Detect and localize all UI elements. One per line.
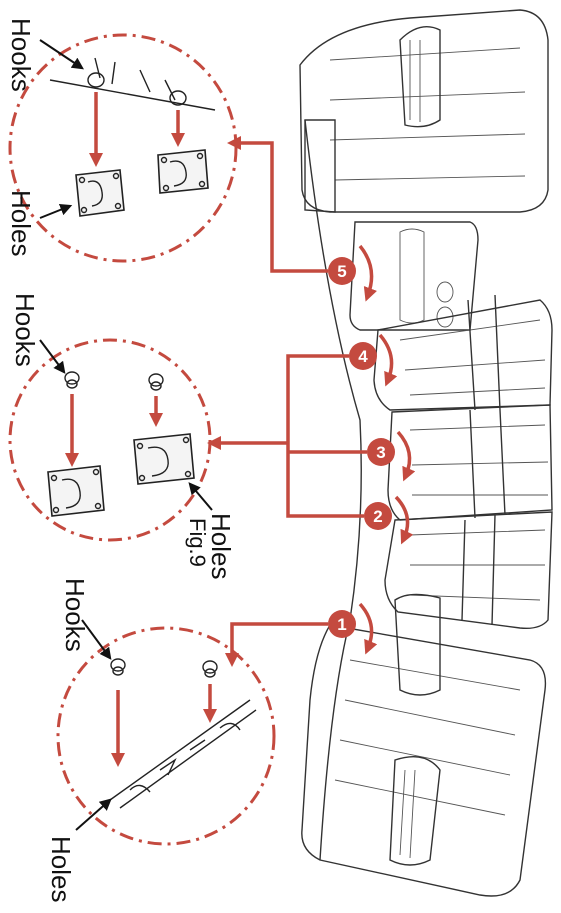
label-holes-bottom: Holes (46, 836, 76, 902)
bracket-plate-left (75, 169, 125, 217)
label-hooks-middle: Hooks (10, 293, 40, 367)
step-badge-5: 5 (328, 244, 377, 302)
svg-text:5: 5 (337, 262, 346, 281)
label-holes-top: Holes (6, 190, 36, 256)
step-badge-1: 1 (328, 602, 378, 655)
step-badge-2: 2 (364, 495, 414, 545)
hook-right (148, 373, 164, 391)
pointer-arrows (39, 39, 213, 831)
sectional-sofa-drawing (299, 9, 553, 897)
label-hooks-bottom: Hooks (60, 578, 90, 652)
sofa-console (349, 221, 479, 331)
sofa-seat-bottom (301, 593, 547, 897)
connector-lines (207, 136, 367, 667)
step-badges: 5 4 3 2 1 (328, 244, 416, 655)
bracket-plate-left (47, 465, 105, 517)
svg-text:2: 2 (373, 507, 382, 526)
label-holes-middle: Holes (206, 513, 236, 579)
hook-left (64, 371, 80, 389)
detail-circle-middle (8, 338, 212, 542)
sofa-seat-middle-1 (373, 294, 553, 411)
svg-text:4: 4 (358, 347, 368, 366)
bracket-plate-right (133, 433, 195, 485)
label-hooks-top: Hooks (6, 18, 36, 92)
detail-circle-top (8, 33, 238, 263)
step-badge-4: 4 (349, 333, 398, 387)
figure-label: Fig.9 (185, 518, 210, 567)
sofa-seat-top (299, 9, 549, 213)
hook-left (110, 658, 126, 676)
svg-text:3: 3 (376, 443, 385, 462)
detail-circle-bottom (56, 626, 276, 846)
svg-text:1: 1 (337, 615, 346, 634)
sofa-seat-middle-3 (384, 511, 553, 630)
sofa-seat-middle-2 (387, 404, 553, 521)
step-badge-3: 3 (367, 430, 416, 482)
labels: Hooks Holes Hooks Holes Fig.9 Hooks Hole… (6, 18, 236, 902)
hook-right (202, 660, 218, 678)
bracket-plate-right (157, 149, 209, 194)
